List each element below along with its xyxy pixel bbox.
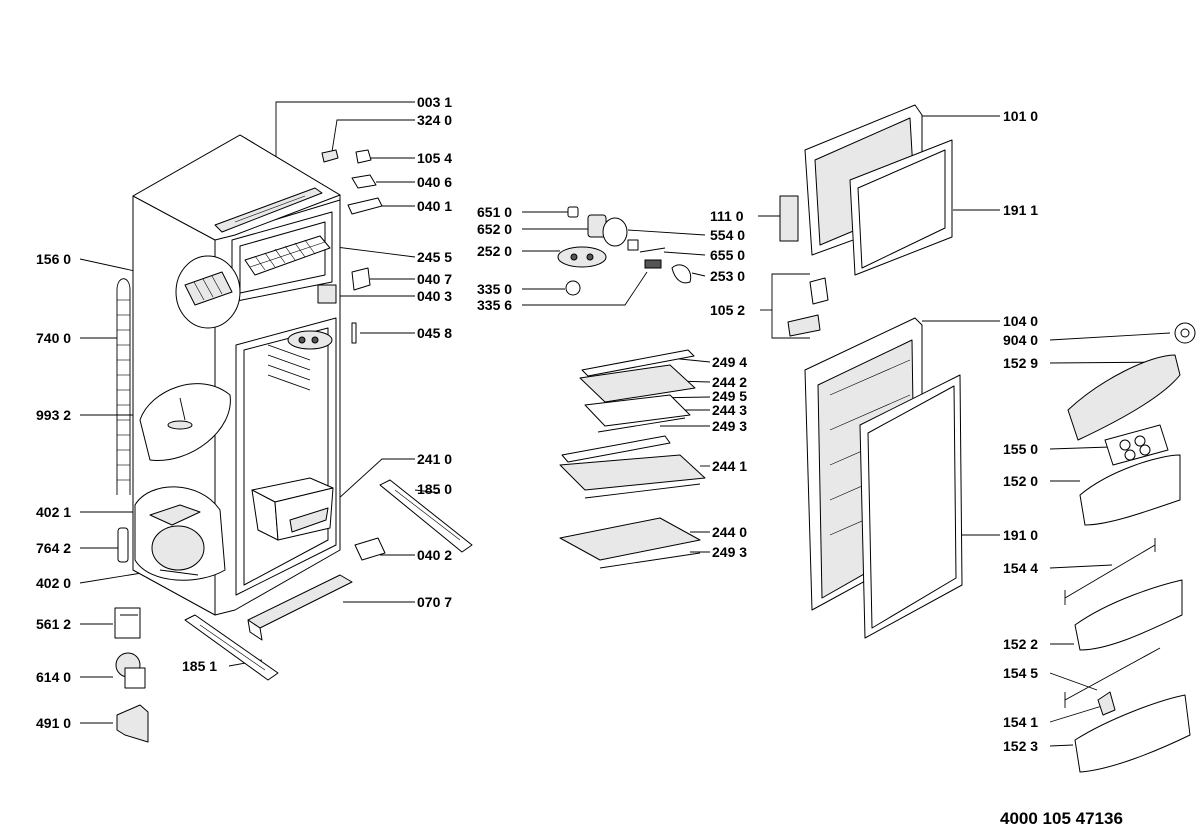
label-p1541: 154 1 xyxy=(1003,714,1038,730)
condenser-coil xyxy=(116,278,131,495)
label-p6550: 655 0 xyxy=(710,247,745,263)
label-p2520: 252 0 xyxy=(477,243,512,259)
label-p1529: 152 9 xyxy=(1003,355,1038,371)
label-p4021: 402 1 xyxy=(36,504,71,520)
label-p5540: 554 0 xyxy=(710,227,745,243)
label-p1054: 105 4 xyxy=(417,150,452,166)
label-p0707: 070 7 xyxy=(417,594,452,610)
label-p0401: 040 1 xyxy=(417,198,452,214)
label-p6140: 614 0 xyxy=(36,669,71,685)
door-assembly xyxy=(779,104,1196,773)
label-p1110: 111 0 xyxy=(710,208,744,224)
label-p4020: 402 0 xyxy=(36,575,71,591)
label-p1520: 152 0 xyxy=(1003,473,1038,489)
cabinet-assembly xyxy=(114,134,473,743)
shelf-stack xyxy=(559,349,706,569)
label-p1523: 152 3 xyxy=(1003,738,1038,754)
label-p7400: 740 0 xyxy=(36,330,71,346)
label-p6520: 652 0 xyxy=(477,221,512,237)
document-code: 4000 105 47136 xyxy=(1000,809,1123,828)
label-p1040: 104 0 xyxy=(1003,313,1038,329)
label-p2410: 241 0 xyxy=(417,451,452,467)
label-p3356: 335 6 xyxy=(477,297,512,313)
label-p1560: 156 0 xyxy=(36,251,71,267)
label-p9932: 993 2 xyxy=(36,407,71,423)
crisper-box xyxy=(251,477,334,541)
label-p0458: 045 8 xyxy=(417,325,452,341)
label-p2493: 249 3 xyxy=(712,418,747,434)
label-p3240: 324 0 xyxy=(417,112,452,128)
label-p1522: 152 2 xyxy=(1003,636,1038,652)
label-p1850: 185 0 xyxy=(417,481,452,497)
label-p1550: 155 0 xyxy=(1003,441,1038,457)
label-p1010: 101 0 xyxy=(1003,108,1038,124)
label-p4910: 491 0 xyxy=(36,715,71,731)
label-p0031: 003 1 xyxy=(417,94,452,110)
label-p2455: 245 5 xyxy=(417,249,452,265)
label-p2530: 253 0 xyxy=(710,268,745,284)
label-p9040: 904 0 xyxy=(1003,332,1038,348)
label-p7642: 764 2 xyxy=(36,540,71,556)
label-p0402: 040 2 xyxy=(417,547,452,563)
label-p0407: 040 7 xyxy=(417,271,452,287)
label-p2441: 244 1 xyxy=(712,458,747,474)
freezer-grid xyxy=(244,235,331,276)
label-p1851: 185 1 xyxy=(182,658,217,674)
part-labels: 003 1 324 0 105 4 040 6 040 1 156 0 245 … xyxy=(36,94,1123,828)
label-p5612: 561 2 xyxy=(36,616,71,632)
label-p0406: 040 6 xyxy=(417,174,452,190)
label-p1052: 105 2 xyxy=(710,302,745,318)
label-p3350: 335 0 xyxy=(477,281,512,297)
label-p2494: 249 4 xyxy=(712,354,747,370)
label-p1911: 191 1 xyxy=(1003,202,1038,218)
label-p0403: 040 3 xyxy=(417,288,452,304)
label-p1544: 154 4 xyxy=(1003,560,1038,576)
thermostat-assembly xyxy=(557,206,692,296)
label-p1910: 191 0 xyxy=(1003,527,1038,543)
label-p1545: 154 5 xyxy=(1003,665,1038,681)
label-p2493b: 249 3 xyxy=(712,544,747,560)
label-p2440: 244 0 xyxy=(712,524,747,540)
label-p2495: 249 5 xyxy=(712,388,747,404)
label-p2442: 244 2 xyxy=(712,374,747,390)
label-p2443: 244 3 xyxy=(712,402,747,418)
label-p6510: 651 0 xyxy=(477,204,512,220)
